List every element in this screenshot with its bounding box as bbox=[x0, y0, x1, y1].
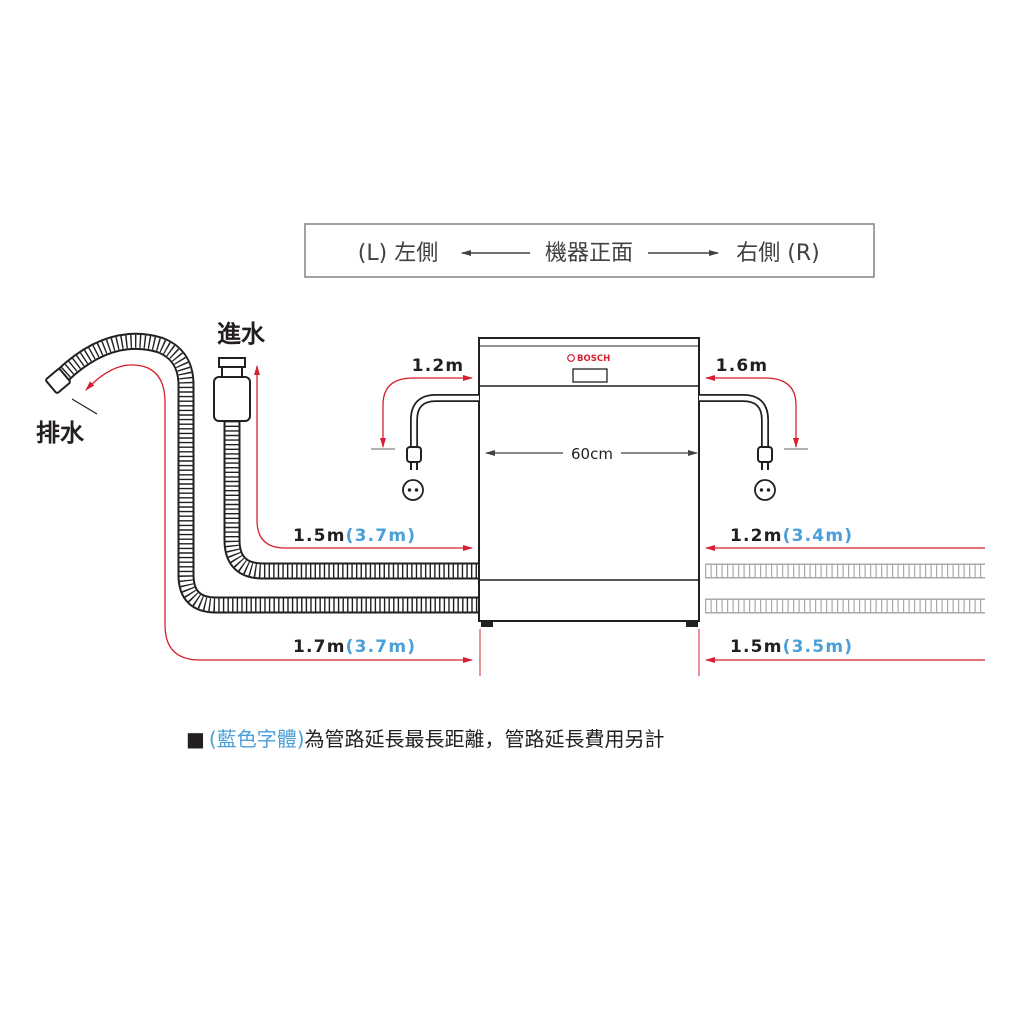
right-foot bbox=[686, 621, 698, 627]
right-drain-length-label: 1.5m(3.5m) bbox=[730, 637, 853, 657]
left-power-cord bbox=[402, 394, 479, 501]
inlet-valve-nut bbox=[218, 357, 246, 368]
header-right-label: 右側 (R) bbox=[736, 241, 819, 266]
right-drain-extended: (3.5m) bbox=[783, 637, 854, 657]
right-inlet-length: 1.2m(3.4m) bbox=[705, 526, 985, 551]
right-cord-length-label: 1.6m bbox=[716, 356, 769, 376]
right-drain-length: 1.5m(3.5m) bbox=[705, 637, 985, 663]
footnote-text: 為管路延長最長距離，管路延長費用另計 bbox=[305, 727, 665, 751]
right-inlet-extended: (3.4m) bbox=[783, 526, 854, 546]
brand-logo-icon bbox=[567, 354, 575, 362]
right-plug-icon bbox=[757, 446, 773, 470]
left-inlet-length-label: 1.5m(3.7m) bbox=[293, 526, 416, 546]
left-inlet-standard: 1.5m bbox=[293, 526, 346, 546]
left-plug-icon bbox=[406, 446, 422, 470]
left-cord-length-label: 1.2m bbox=[412, 356, 465, 376]
left-drain-length-label: 1.7m(3.7m) bbox=[293, 637, 416, 657]
right-inlet-standard: 1.2m bbox=[730, 526, 783, 546]
orientation-header: (L) 左側 機器正面 右側 (R) bbox=[304, 223, 875, 278]
drain-label-leader bbox=[71, 398, 98, 415]
left-foot bbox=[481, 621, 493, 627]
right-outlet-icon bbox=[754, 479, 776, 501]
left-inlet-length: 1.5m(3.7m) bbox=[254, 365, 473, 551]
inlet-valve bbox=[213, 357, 251, 422]
dishwasher: BOSCH 60cm bbox=[478, 337, 700, 627]
right-cord-length-arrow bbox=[705, 375, 799, 448]
right-power-cord bbox=[699, 394, 776, 501]
brand-label: BOSCH bbox=[577, 354, 610, 364]
footnote: ■(藍色字體)為管路延長最長距離，管路延長費用另計 bbox=[186, 727, 665, 751]
left-cord-length-arrow bbox=[380, 375, 473, 448]
header-left-label: (L) 左側 bbox=[358, 241, 438, 266]
width-label: 60cm bbox=[571, 445, 613, 463]
header-frame bbox=[304, 223, 875, 278]
right-drain-standard: 1.5m bbox=[730, 637, 783, 657]
right-extension-hoses bbox=[705, 563, 985, 614]
right-cord-length: 1.6m bbox=[705, 356, 808, 450]
left-inlet-extended: (3.7m) bbox=[346, 526, 417, 546]
drain-hose-nozzle bbox=[45, 368, 71, 394]
left-drain-length: 1.7m(3.7m) bbox=[85, 364, 473, 663]
control-display bbox=[572, 368, 608, 383]
footnote-highlight: (藍色字體) bbox=[209, 727, 305, 751]
inlet-label: 進水 bbox=[217, 320, 266, 348]
drain-label: 排水 bbox=[36, 419, 85, 447]
left-inlet-length-arrow bbox=[254, 365, 473, 551]
inlet-valve-body bbox=[213, 376, 251, 422]
left-drain-standard: 1.7m bbox=[293, 637, 346, 657]
footnote-bullet: ■ bbox=[186, 727, 205, 751]
dishwasher-body bbox=[478, 337, 700, 622]
right-inlet-length-label: 1.2m(3.4m) bbox=[730, 526, 853, 546]
header-center-label: 機器正面 bbox=[545, 241, 633, 266]
left-outlet-icon bbox=[402, 479, 424, 501]
left-drain-extended: (3.7m) bbox=[346, 637, 417, 657]
left-drain-length-arrow bbox=[85, 364, 473, 663]
